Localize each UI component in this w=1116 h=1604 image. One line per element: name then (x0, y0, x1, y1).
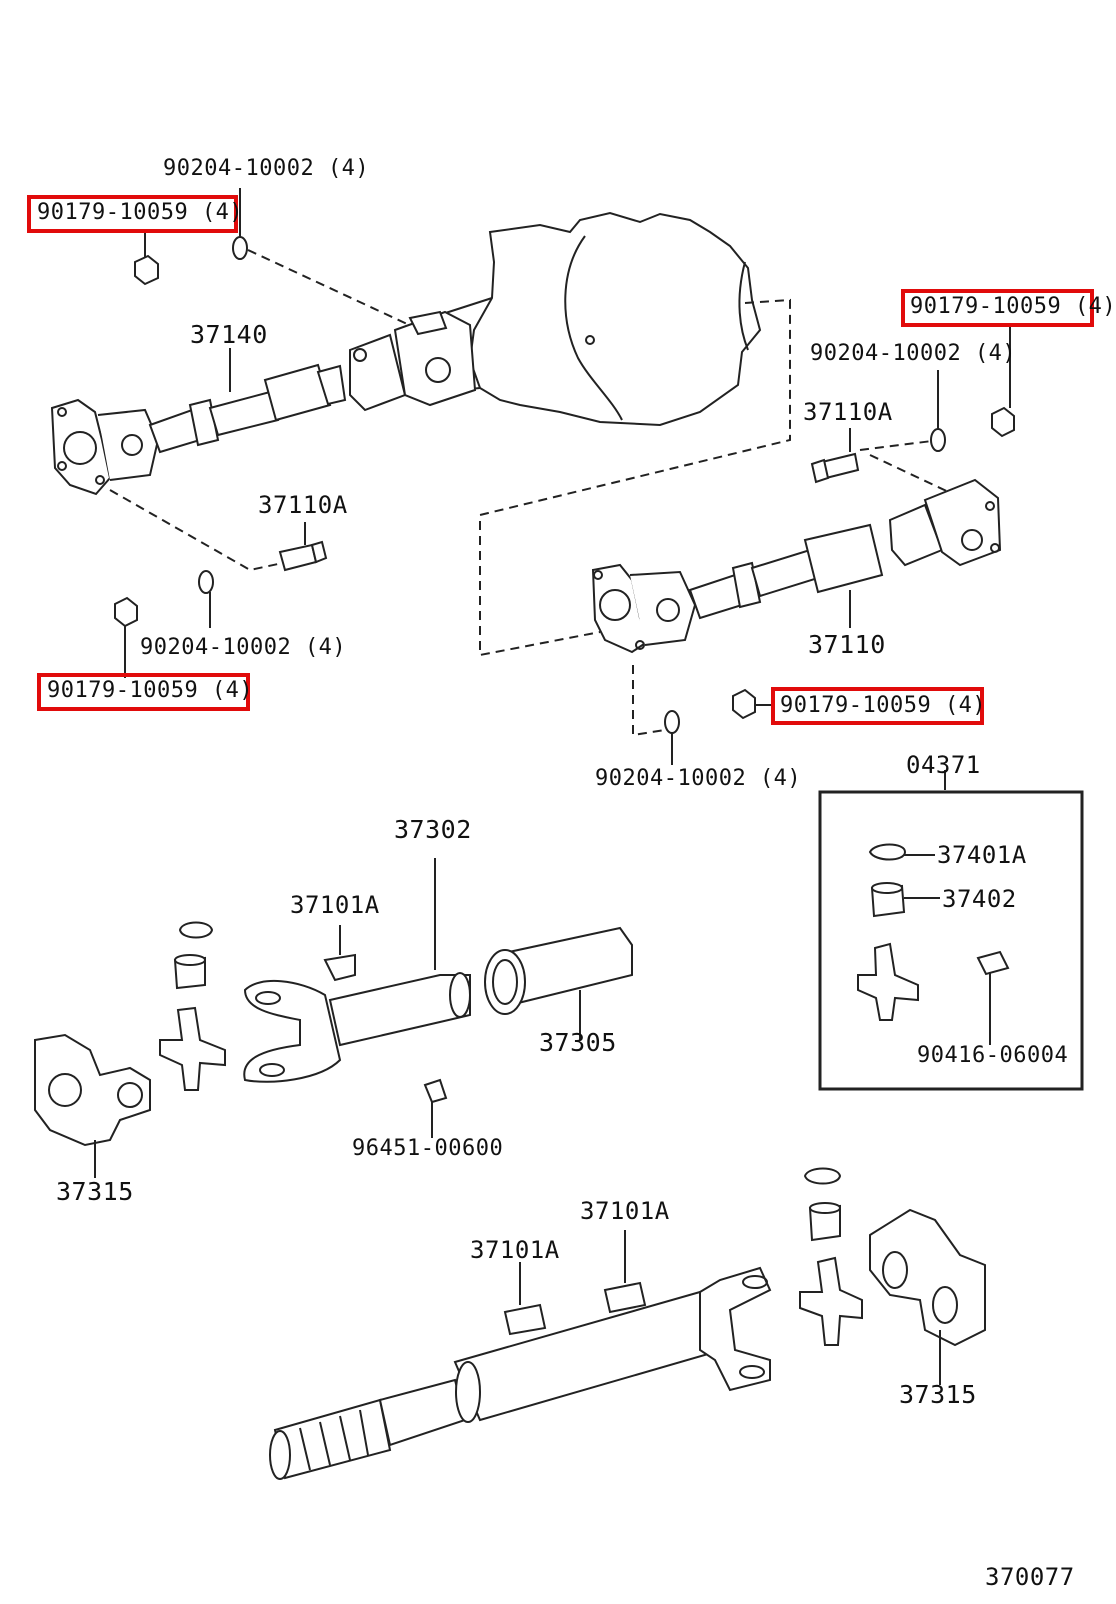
label-rear-shaft: 37110 (808, 630, 886, 659)
transmission-housing (429, 211, 762, 427)
label-nut-mid-right: 90179-10059 (4) (780, 693, 987, 718)
rear-propeller-shaft-37110 (591, 478, 1002, 654)
highlight-nut-mid-right (771, 687, 984, 725)
parts-diagram: 90204-10002 (4) 90179-10059 (4) 37140 37… (27, 156, 1116, 1591)
label-nut-top-left: 90179-10059 (4) (37, 200, 244, 225)
label-washer-top-left: 90204-10002 (4) (163, 156, 370, 181)
label-kit: 04371 (906, 751, 981, 779)
label-washer-mid-left: 90204-10002 (4) (140, 635, 347, 660)
label-clip-upper: 37101A (290, 891, 380, 919)
highlight-nut-top-left (27, 195, 238, 233)
label-clip-lower-right: 37101A (580, 1197, 670, 1225)
front-propeller-shaft-37140 (50, 310, 477, 496)
label-nut-mid-left: 90179-10059 (4) (47, 678, 254, 703)
label-front-shaft: 37140 (190, 320, 268, 349)
label-clip-lower-left: 37101A (470, 1236, 560, 1264)
label-washer-top-right: 90204-10002 (4) (810, 341, 1017, 366)
highlight-nut-top-right (901, 289, 1094, 327)
label-grease-fitting-kit: 90416-06004 (917, 1043, 1069, 1068)
kit-box-04371 (818, 790, 1084, 1091)
label-grease-fitting: 96451-00600 (352, 1136, 504, 1161)
lower-section-parts (269, 1167, 986, 1480)
label-bolt-right: 37110A (803, 398, 893, 426)
highlight-nut-mid-left (37, 673, 250, 711)
label-bolt-left: 37110A (258, 491, 348, 519)
label-flange-right: 37315 (899, 1380, 977, 1409)
label-bearing-kit: 37402 (942, 885, 1017, 913)
dashed-leaders (109, 249, 956, 737)
label-nut-top-right: 90179-10059 (4) (910, 294, 1116, 319)
middle-section-parts (34, 858, 633, 1178)
label-flange-left: 37315 (56, 1177, 134, 1206)
label-washer-mid-right: 90204-10002 (4) (595, 766, 802, 791)
diagram-drawing (34, 188, 1084, 1480)
label-snap-ring-kit: 37401A (937, 841, 1027, 869)
label-tube-yoke: 37302 (394, 815, 472, 844)
diagram-number: 370077 (985, 1563, 1075, 1591)
label-sleeve: 37305 (539, 1028, 617, 1057)
small-fasteners (114, 236, 1015, 734)
leader-lines (124, 188, 1011, 790)
